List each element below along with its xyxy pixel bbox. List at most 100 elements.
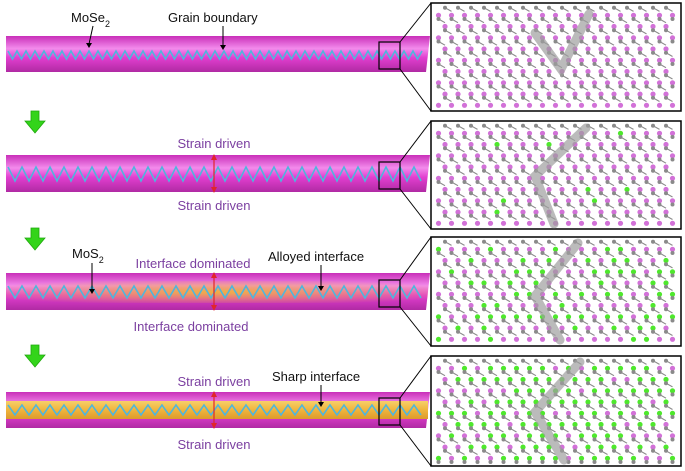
atom xyxy=(552,35,559,41)
atom xyxy=(534,95,538,100)
atom xyxy=(599,426,603,431)
atom xyxy=(435,410,442,416)
atom xyxy=(436,180,441,184)
atom xyxy=(605,17,610,21)
atom xyxy=(534,329,538,334)
atom xyxy=(500,12,507,18)
atom xyxy=(651,191,655,196)
atom xyxy=(578,291,585,297)
atom xyxy=(664,358,668,363)
atom xyxy=(572,302,578,309)
atom xyxy=(461,410,468,416)
atom xyxy=(579,157,584,162)
atom xyxy=(513,102,520,108)
atom xyxy=(495,5,499,10)
atom xyxy=(651,262,655,267)
atom xyxy=(526,365,533,371)
atom xyxy=(468,421,474,428)
atom xyxy=(526,130,533,136)
atom xyxy=(650,399,656,405)
atom xyxy=(650,325,656,331)
atom xyxy=(481,376,487,383)
atom xyxy=(657,296,662,300)
atom xyxy=(605,392,610,397)
atom xyxy=(559,421,565,428)
atom xyxy=(604,57,611,63)
zoom-box xyxy=(378,397,401,426)
atom xyxy=(494,280,500,286)
atom xyxy=(617,291,624,297)
atom xyxy=(618,202,623,207)
atom xyxy=(669,153,676,159)
atom xyxy=(604,198,611,204)
atom xyxy=(487,336,494,342)
atom xyxy=(487,57,494,63)
strain-arrow-icon xyxy=(211,391,217,429)
atom xyxy=(521,5,525,10)
mos2-band xyxy=(6,401,428,419)
atom xyxy=(533,444,539,450)
atom xyxy=(638,239,642,244)
atom xyxy=(663,164,669,170)
atom xyxy=(553,460,558,464)
atom xyxy=(625,146,629,151)
atom xyxy=(520,257,526,264)
atom xyxy=(591,246,598,252)
atom xyxy=(507,302,513,309)
atom xyxy=(566,84,571,89)
zoom-line-bottom xyxy=(399,306,432,347)
atom xyxy=(624,68,630,75)
atom xyxy=(657,273,662,278)
atom xyxy=(651,426,655,431)
atom xyxy=(618,460,623,464)
atom xyxy=(513,291,520,297)
atom xyxy=(435,220,442,226)
atom xyxy=(617,269,624,275)
atom xyxy=(573,123,577,128)
atom xyxy=(435,57,442,63)
boundary-guide xyxy=(529,123,591,229)
atom xyxy=(468,68,474,75)
atom xyxy=(591,291,598,297)
atom xyxy=(487,365,494,371)
atom xyxy=(534,262,538,267)
atom xyxy=(527,415,532,419)
atom xyxy=(591,102,598,108)
atom xyxy=(540,460,545,464)
atom xyxy=(507,23,513,30)
atom xyxy=(507,444,513,450)
atom xyxy=(566,437,571,442)
atom xyxy=(526,80,533,86)
atom xyxy=(612,28,616,33)
atom xyxy=(591,336,598,342)
atom xyxy=(500,80,507,86)
atom xyxy=(481,91,487,97)
atom xyxy=(599,168,603,173)
atom xyxy=(598,141,604,148)
atom xyxy=(534,146,538,151)
atom xyxy=(656,314,663,320)
zoom-line-bottom xyxy=(399,188,432,230)
atom xyxy=(572,421,578,428)
atom xyxy=(488,157,493,162)
atom xyxy=(598,164,604,170)
atom xyxy=(565,35,572,41)
atom xyxy=(651,284,655,289)
atom xyxy=(481,257,487,264)
atom xyxy=(527,157,532,162)
atom xyxy=(443,191,447,196)
atom xyxy=(442,421,448,428)
atom xyxy=(456,448,460,453)
atom xyxy=(456,50,460,55)
atom xyxy=(586,146,590,151)
atom xyxy=(669,314,676,320)
strain-label-bottom: Strain driven xyxy=(178,437,251,452)
atom xyxy=(656,433,663,439)
atom xyxy=(475,415,480,419)
atom xyxy=(592,62,597,66)
atom xyxy=(625,28,629,33)
atom xyxy=(514,157,519,162)
atom xyxy=(573,329,577,334)
atom xyxy=(449,251,454,255)
atom xyxy=(573,73,577,78)
